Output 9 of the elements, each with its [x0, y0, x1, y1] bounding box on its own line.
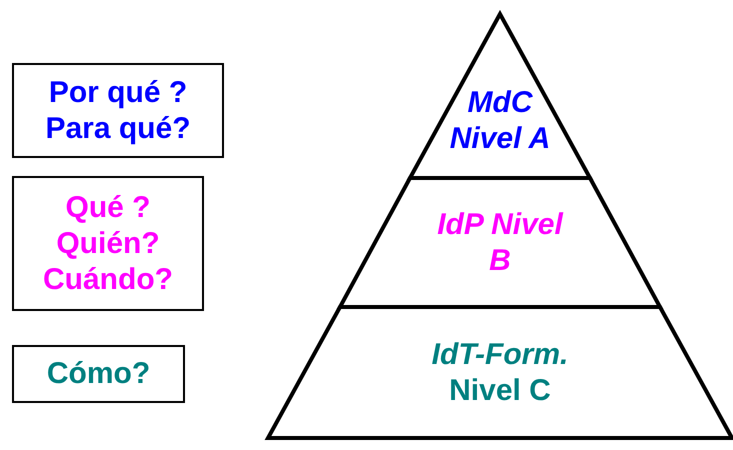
text-box	[12, 63, 224, 158]
text-box	[12, 345, 185, 403]
question-text: Cómo?	[46, 356, 150, 392]
level-label: IdT-Form. Nivel C	[430, 336, 570, 408]
question-text: Por qué ? Para qué?	[44, 74, 192, 146]
question-text: Qué ? Quién? Cuándo?	[42, 190, 174, 298]
level-label: MdC Nivel A	[448, 85, 552, 157]
text-box	[12, 176, 204, 311]
level-label: IdP Nivel B	[436, 206, 564, 278]
